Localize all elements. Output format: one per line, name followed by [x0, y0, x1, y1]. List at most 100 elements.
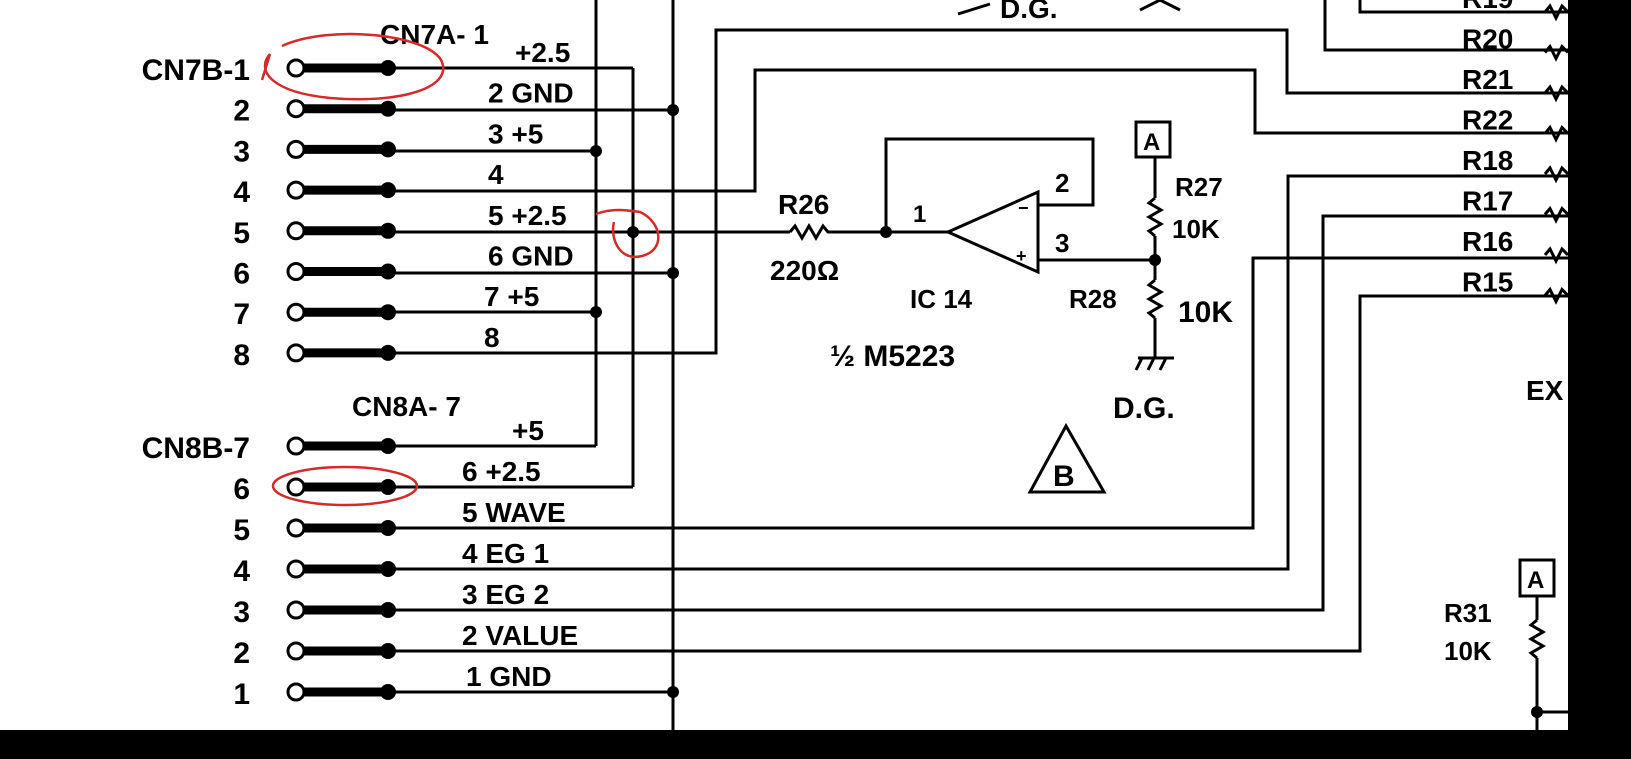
cn7b-pin-8: 88 — [233, 322, 499, 372]
cn8b-pin-ring — [286, 559, 306, 579]
right-resistor-label: R18 — [1462, 145, 1513, 176]
cn7b-pin-label: 8 — [233, 339, 250, 372]
cn8b-pin-6: 22 VALUE — [233, 620, 578, 670]
right-resistor-r15: R15 — [1462, 267, 1568, 305]
opamp-minus-sign: − — [1018, 198, 1029, 218]
cn8b-pin-label: 5 — [233, 514, 250, 547]
cn7b-signal-label: 5 +2.5 — [488, 200, 567, 231]
cn7b-pin-3: 3 3 +5 — [233, 118, 543, 168]
right-resistor-r22: R22 — [1462, 105, 1568, 143]
cn7b-pin-ring — [286, 58, 306, 78]
opamp-plus-sign: + — [1016, 246, 1027, 266]
cn7b-pin-ring — [286, 302, 306, 322]
opamp-part: ½ M5223 — [830, 340, 955, 373]
divider-network: A R27 10K R28 10K D.G. — [1069, 120, 1233, 425]
right-resistor-r19: R19 — [1462, 0, 1568, 22]
cn8b-pin-label: 6 — [233, 473, 250, 506]
cn7b-pin-dot — [380, 222, 396, 239]
cn7b-signal-label: 4 — [488, 159, 504, 190]
cn8b-pin-dot — [380, 561, 396, 577]
cn7b-pin-dot — [380, 60, 396, 76]
cn8b-pin-ring — [286, 436, 306, 456]
cn7b-pin-label: CN7B-1 — [142, 54, 250, 87]
cn8b-pin-dot — [380, 438, 396, 454]
cn8b-pin-1: CN8B-7+5 — [142, 415, 544, 465]
right-resistor-label: R21 — [1462, 64, 1513, 95]
right-resistor-label: R17 — [1462, 186, 1513, 217]
resistor-symbol — [1543, 205, 1568, 224]
partial-label-ex: EX — [1526, 375, 1564, 406]
right-resistor-label: R22 — [1462, 105, 1513, 136]
cn7b-pin-ring — [286, 139, 306, 159]
cn7b-pin-dot — [380, 304, 396, 321]
cn8b-signal-label: 5 WAVE — [462, 497, 566, 528]
r31-ref: R31 — [1444, 598, 1492, 628]
node-a-bottom: A — [1527, 567, 1544, 594]
cn8b-pin-5: 3 3 EG 2 — [233, 579, 549, 629]
cn7b-pin-7: 7 7 +5 — [233, 281, 539, 331]
cn8b-pin-ring — [286, 477, 306, 497]
top-partial-gnd: D.G. — [957, 0, 1181, 24]
cn8b-pin-label: 3 — [233, 596, 250, 629]
cn7b-pin-ring — [286, 262, 306, 281]
cn7b-pin-2: 22 GND — [233, 78, 573, 128]
cn8b-signal-label: 1 GND — [466, 661, 552, 692]
cn7b-pin-ring — [286, 343, 306, 363]
resistor-symbol — [1543, 286, 1568, 305]
annotation-circle-cn7b-1 — [260, 32, 445, 101]
cn8b-pin-ring — [286, 641, 306, 661]
cn7b-pin-label: 3 — [233, 135, 250, 168]
resistor-symbol — [1543, 43, 1568, 62]
cn8b-pin-dot — [380, 684, 396, 700]
r27-ref: R27 — [1175, 172, 1223, 202]
r26-value: 220Ω — [770, 255, 839, 286]
cn8b-pin-dot — [380, 520, 396, 536]
cn8b-pin-dot — [380, 643, 396, 659]
cn8b-pin-4: 4 4 EG 1 — [233, 538, 549, 588]
resistor-symbol — [1543, 84, 1568, 103]
cn8b-pin-3: 5 5 WAVE — [233, 497, 565, 547]
cn7b-pin-label: 5 — [233, 217, 250, 250]
section-marker-b-label: B — [1053, 460, 1075, 493]
cn7b-pin-6: 66 GND — [233, 241, 573, 291]
cn8b-pin-label: 1 — [233, 678, 250, 711]
right-resistor-r20: R20 — [1462, 24, 1568, 62]
cn7b-connector: CN7B-1 +2.5 22 GND 3 3 +5 4 4 5 5 +2.5 66 GND 7 7 +… — [142, 37, 574, 372]
cn8b-pin-dot — [380, 479, 396, 495]
cn7b-pin-label: 4 — [233, 176, 250, 209]
cn8b-connector: CN8B-7+5 6 6 +2.5 5 5 WAVE 4 4 EG 1 3 3 EG 2 22 V… — [142, 415, 579, 711]
cn7b-pin-label: 7 — [233, 298, 250, 331]
cn7b-signal-label: +2.5 — [515, 37, 570, 68]
cn7b-signal-label: 3 +5 — [488, 118, 543, 149]
resistor-r31: A R31 10K — [1444, 558, 1568, 730]
resistor-r26: R26 220Ω — [770, 189, 886, 286]
cn7a-header: CN7A- 1 — [380, 19, 489, 50]
cn7b-pin-label: 2 — [233, 95, 250, 128]
resistor-symbol — [1543, 124, 1568, 143]
opamp-ref: IC 14 — [910, 284, 973, 314]
gnd-label: D.G. — [1113, 392, 1175, 425]
cn8b-pin-ring — [286, 600, 306, 620]
annotation-ellipse-cn8b-6 — [271, 465, 419, 507]
cn8b-signal-label: 6 +2.5 — [462, 456, 541, 487]
right-resistor-bank: R19R20R21R22R18R17R16R15 — [1462, 0, 1568, 305]
cn7b-pin-dot — [380, 263, 396, 280]
cn8b-pin-label: 4 — [233, 555, 250, 588]
opamp-ic14: − + 1 2 3 IC 14 ½ M5223 — [830, 137, 1155, 373]
opamp-pin3: 3 — [1055, 228, 1069, 258]
cn8b-signal-label: 4 EG 1 — [462, 538, 549, 569]
cn7b-pin-1: CN7B-1 +2.5 — [142, 37, 571, 87]
cn8b-signal-label: 3 EG 2 — [462, 579, 549, 610]
cn7b-pin-dot — [380, 344, 396, 361]
cn7b-signal-label: 7 +5 — [484, 281, 539, 312]
r27-value: 10K — [1172, 214, 1220, 244]
cn7b-signal-label: 8 — [484, 322, 500, 353]
cn7b-pin-dot — [380, 100, 396, 117]
right-resistor-label: R16 — [1462, 226, 1513, 257]
cn8b-pin-label: 2 — [233, 637, 250, 670]
cn7b-pin-label: 6 — [233, 258, 250, 291]
annotation-circle-node — [595, 208, 660, 259]
schematic-drawing: CN7B-1 +2.5 22 GND 3 3 +5 4 4 5 5 +2.5 66 GND 7 7 +… — [142, 0, 1568, 730]
cn7b-pin-ring — [286, 221, 306, 241]
